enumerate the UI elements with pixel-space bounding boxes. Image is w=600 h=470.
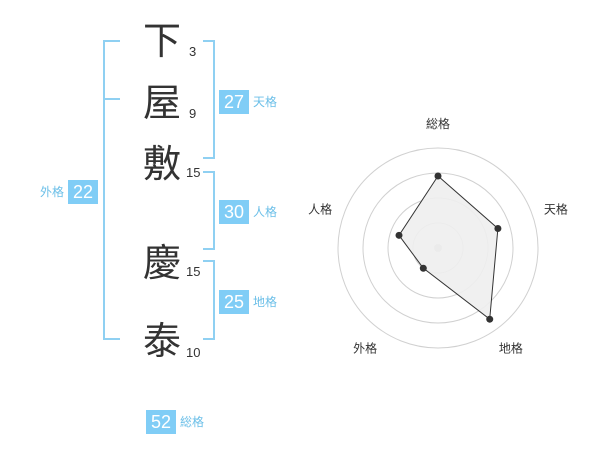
gaikaku-value: 22 [68, 180, 99, 204]
radar-axis-label-1: 総格 [426, 116, 450, 131]
radar-point-4 [419, 264, 427, 272]
gaikaku-label: 外格 [40, 185, 65, 199]
radar-point-2 [494, 225, 502, 233]
gaikaku-score: 外格 22 [40, 180, 99, 204]
soukaku-score: 52 総格 [146, 410, 204, 434]
name-char-3: 敷 [143, 142, 182, 186]
name-char-4: 慶 [143, 241, 182, 285]
name-char-2: 屋 [143, 81, 182, 125]
chikaku-bracket [203, 260, 215, 340]
outer-bracket-mid-tick [103, 98, 120, 100]
stroke-count-3: 15 [186, 165, 201, 180]
stroke-count-1: 3 [189, 44, 197, 59]
radar-points [395, 172, 502, 323]
soukaku-label: 総格 [180, 415, 205, 429]
radar-ring-4 [337, 147, 539, 349]
stroke-count-2: 9 [189, 106, 197, 121]
soukaku-value: 52 [146, 410, 176, 434]
chikaku-value: 25 [219, 290, 249, 314]
radar-axis-label-4: 外格 [353, 340, 377, 355]
radar-area [398, 175, 499, 321]
name-char-5: 泰 [143, 319, 182, 363]
radar-axis-label-2: 天格 [544, 202, 568, 217]
tenkaku-bracket [203, 40, 215, 159]
radar-point-5 [395, 231, 403, 239]
radar-point-3 [486, 315, 494, 323]
radar-point-1 [434, 172, 442, 180]
chikaku-label: 地格 [253, 295, 278, 309]
stroke-count-5: 10 [186, 345, 201, 360]
name-char-1: 下 [143, 19, 182, 63]
outer-bracket [103, 40, 120, 340]
jinkaku-bracket [203, 171, 215, 250]
jinkaku-label: 人格 [253, 205, 278, 219]
radar-axis-label-5: 人格 [308, 202, 332, 217]
tenkaku-score: 27 天格 [219, 90, 277, 114]
tenkaku-label: 天格 [253, 95, 278, 109]
jinkaku-score: 30 人格 [219, 200, 277, 224]
jinkaku-value: 30 [219, 200, 249, 224]
tenkaku-value: 27 [219, 90, 249, 114]
stroke-count-4: 15 [186, 264, 201, 279]
radar-axis-label-3: 地格 [499, 340, 523, 355]
chikaku-score: 25 地格 [219, 290, 277, 314]
